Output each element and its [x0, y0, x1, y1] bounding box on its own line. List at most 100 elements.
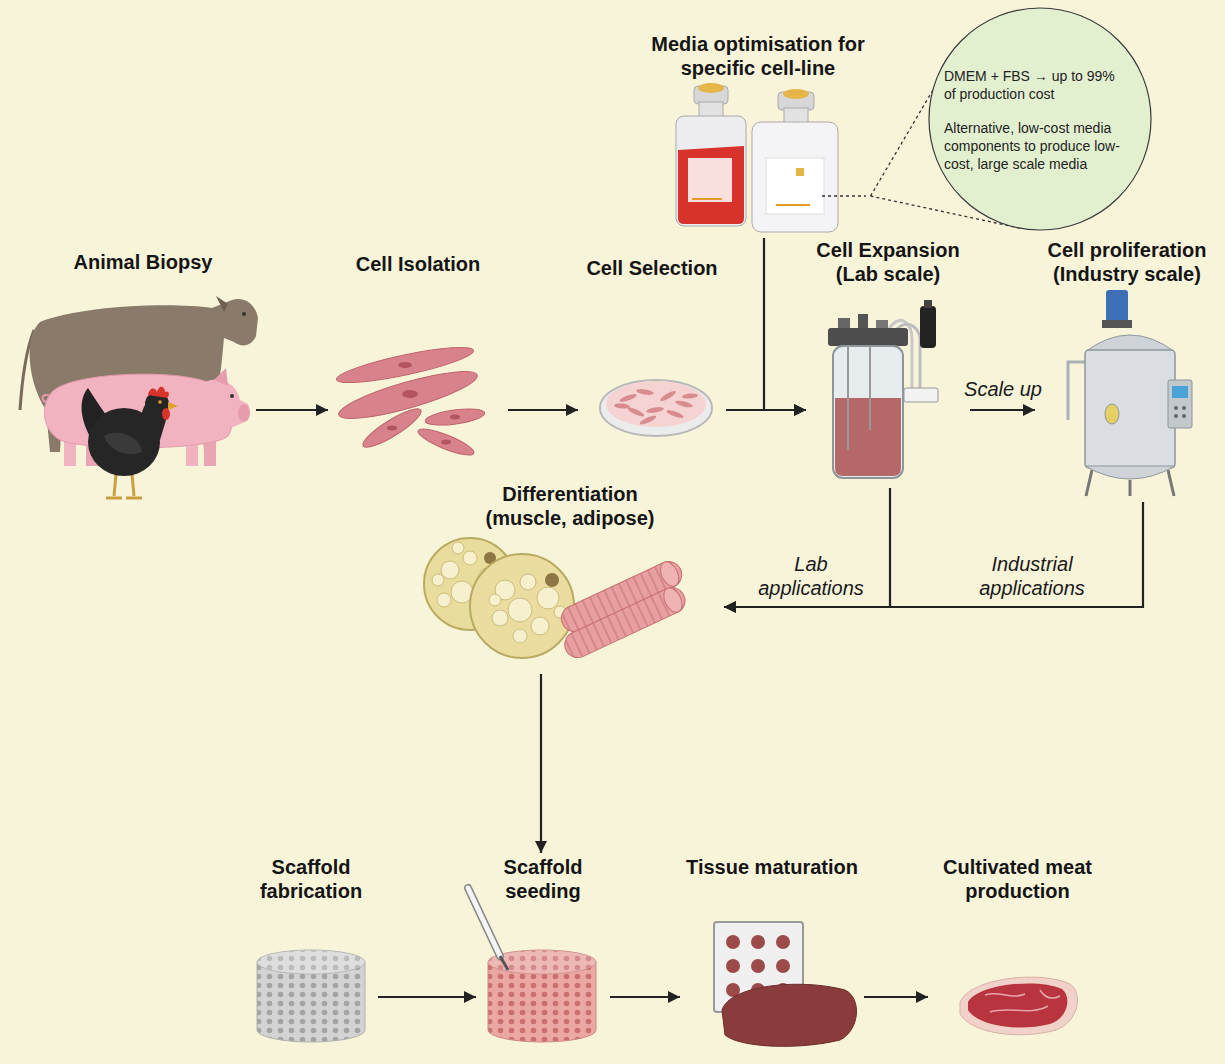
- industrial-bioreactor-illustration: [1105, 404, 1119, 424]
- tissue-plate-illustration: [722, 984, 856, 1046]
- adipose-cell-illustration: [432, 574, 444, 586]
- chicken-illustration: [148, 387, 169, 398]
- seeded-scaffold-illustration: [488, 950, 596, 974]
- lab-bioreactor-illustration: [869, 346, 871, 430]
- adipose-cell-illustration: [545, 573, 559, 587]
- muscle-fibre-illustration: [402, 390, 418, 398]
- media-bottle-illustration: [766, 158, 824, 214]
- flow-arrow: [378, 996, 476, 998]
- petri-dish-illustration: [646, 406, 665, 414]
- industrial-bioreactor-illustration: [1174, 414, 1178, 418]
- scaffold-illustration: [257, 950, 365, 1042]
- tissue-plate-illustration: [751, 935, 765, 949]
- pig-illustration: [214, 368, 228, 386]
- lab-bioreactor-illustration: [828, 300, 938, 478]
- petri-dish-illustration: [675, 399, 694, 408]
- flow-arrow: [256, 409, 328, 411]
- industrial-bioreactor-illustration: [1182, 414, 1186, 418]
- step-title: Scaffold seeding: [483, 855, 603, 903]
- chicken-illustration: [162, 408, 170, 420]
- flow-arrow: [764, 238, 806, 410]
- industrial-bioreactor-illustration: [1174, 406, 1178, 410]
- step-title: Scaffold fabrication: [251, 855, 371, 903]
- step-title: Media optimisation for specific cell-lin…: [651, 32, 866, 80]
- petri-dish-illustration: [639, 414, 657, 426]
- industrial-bioreactor-illustration: [1085, 466, 1175, 479]
- tissue-plate-illustration: [726, 935, 740, 949]
- muscle-tissue-illustration: [550, 557, 697, 662]
- media-bottle-illustration: [688, 158, 732, 202]
- adipose-cell-illustration: [470, 554, 574, 658]
- adipose-cell-illustration: [441, 561, 459, 579]
- petri-dish-illustration: [614, 388, 698, 426]
- process-step: Cell Expansion (Lab scale): [808, 238, 968, 486]
- tissue-plate-illustration: [776, 935, 790, 949]
- adipose-cell-illustration: [452, 542, 464, 554]
- seeded-scaffold-illustration: [468, 888, 500, 956]
- pig-illustration: [205, 379, 250, 430]
- pig-illustration: [238, 404, 250, 422]
- chicken-illustration: [104, 433, 142, 454]
- muscle-fibre-illustration: [359, 403, 425, 453]
- media-bottle-illustration: [796, 168, 804, 176]
- petri-dish-illustration: [606, 381, 706, 427]
- adipose-cell-illustration: [463, 551, 477, 565]
- cow-illustration: [30, 299, 258, 452]
- muscle-fibre-illustration: [398, 362, 412, 368]
- lab-bioreactor-illustration: [828, 328, 908, 346]
- chicken-illustration: [106, 474, 142, 498]
- step-title: Cell Isolation: [356, 252, 480, 276]
- media-bottle-illustration: [676, 116, 746, 226]
- seeded-scaffold-illustration: [488, 950, 596, 974]
- industrial-bioreactor-illustration: [1172, 386, 1188, 398]
- flow-arrow: [610, 996, 680, 998]
- step-title: Cell Expansion (Lab scale): [813, 238, 963, 286]
- adipose-cell-illustration: [508, 598, 532, 622]
- petri-dish-illustration: [682, 393, 698, 399]
- muscle-fibre-illustration: [334, 341, 485, 460]
- media-bottle-illustration: [776, 204, 810, 206]
- chicken-illustration: [82, 387, 178, 498]
- edge-label: Scale up: [962, 377, 1044, 401]
- media-bottle-illustration: [783, 89, 809, 99]
- process-step: Media optimisation for specific cell-lin…: [646, 32, 871, 236]
- tissue-plate-illustration: [726, 959, 740, 973]
- adipose-cell-illustration: [520, 574, 536, 590]
- seeded-scaffold-illustration: [468, 888, 500, 956]
- media-bottle-illustration: [678, 146, 744, 224]
- industrial-bioreactor-illustration: [1182, 406, 1186, 410]
- process-step: Scaffold fabrication: [246, 855, 376, 1045]
- lab-bioreactor-illustration: [835, 398, 901, 476]
- chicken-illustration: [158, 400, 162, 404]
- muscle-tissue-illustration: [660, 585, 685, 615]
- petri-dish-illustration: [666, 409, 685, 420]
- petri-dish-illustration: [614, 403, 630, 409]
- process-step: Cultivated meat production: [930, 855, 1105, 1040]
- scaffold-illustration: [257, 950, 365, 974]
- muscle-tissue-illustration: [560, 583, 689, 662]
- callout-text: Alternative, low-cost media components t…: [944, 119, 1124, 173]
- adipose-cell-illustration: [513, 629, 527, 643]
- pig-illustration: [43, 395, 50, 402]
- steak-illustration: [985, 990, 1060, 1012]
- petri-dish-illustration: [627, 406, 645, 418]
- tissue-plate-illustration: [751, 959, 765, 973]
- media-bottle-illustration: [822, 195, 866, 196]
- step-title: Cell proliferation (Industry scale): [1042, 238, 1212, 286]
- adipose-cell-illustration: [537, 587, 559, 609]
- flow-arrow: [540, 674, 542, 853]
- petri-dish-illustration: [619, 393, 638, 404]
- media-bottle-illustration: [676, 83, 866, 232]
- industrial-bioreactor-illustration: [1085, 350, 1175, 468]
- lab-bioreactor-illustration: [920, 306, 936, 348]
- step-title: Animal Biopsy: [74, 250, 213, 274]
- process-step: Differentiation (muscle, adipose): [418, 482, 722, 672]
- muscle-fibre-illustration: [387, 426, 397, 431]
- media-bottle-illustration: [692, 198, 722, 200]
- edge-label: Industrial applications: [968, 552, 1096, 600]
- industrial-bioreactor-illustration: [1068, 290, 1192, 496]
- process-step: Cell Isolation: [330, 252, 506, 464]
- petri-dish-illustration: [600, 380, 712, 436]
- lab-bioreactor-illustration: [924, 300, 932, 308]
